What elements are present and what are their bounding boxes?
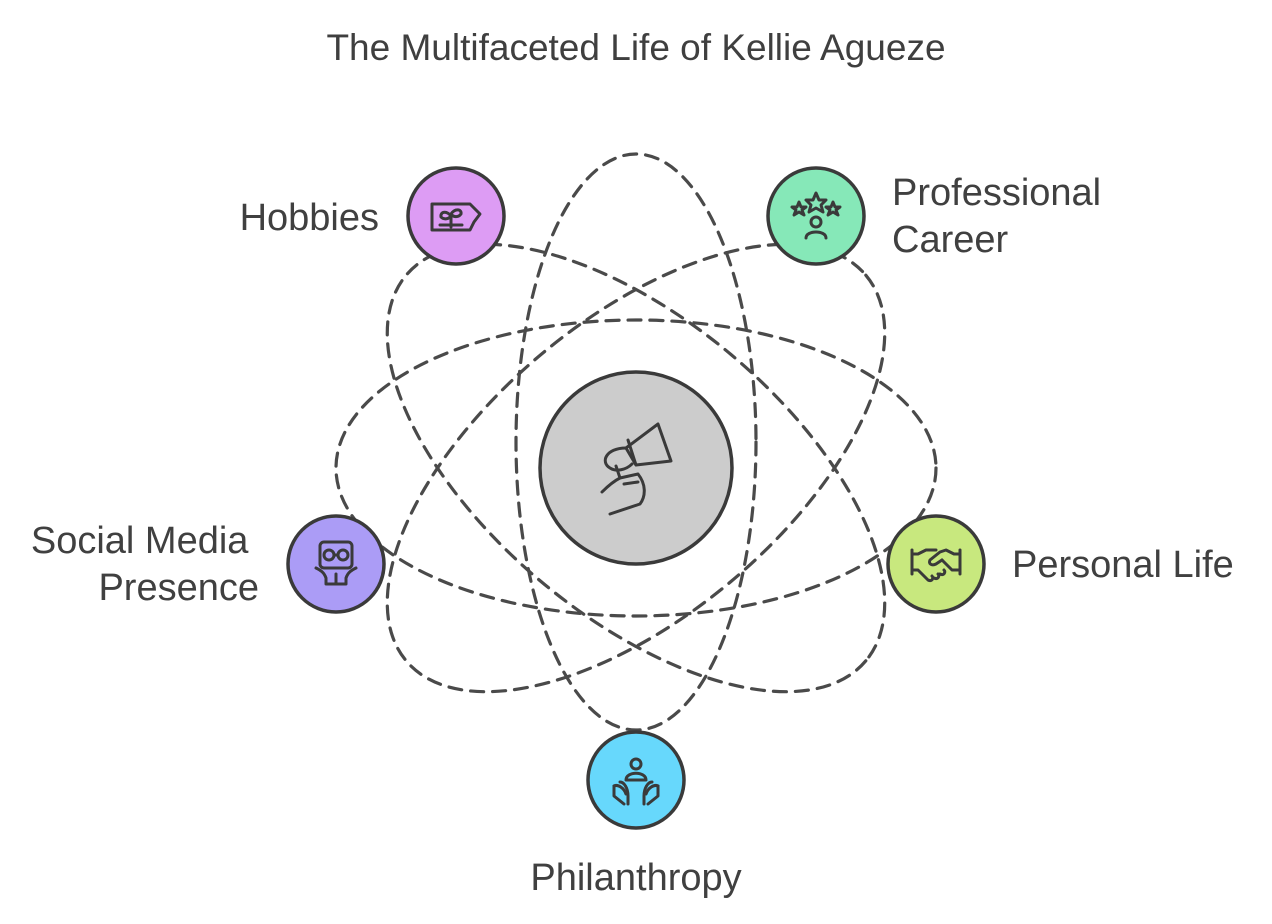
center-circle xyxy=(538,370,734,566)
orbit-diagonal-left xyxy=(385,242,887,694)
node-circle-social-media-presence xyxy=(286,514,386,614)
social-glasses-icon xyxy=(314,540,358,586)
megaphone-icon xyxy=(600,422,673,516)
node-professional-career: Professional Career xyxy=(766,166,1112,266)
plant-ticket-icon xyxy=(430,202,482,232)
orbit-horizontal xyxy=(334,318,938,618)
caring-hands-icon xyxy=(612,757,660,806)
node-label-social-media-presence: Social Media Presence xyxy=(31,520,259,609)
stars-person-icon xyxy=(790,191,842,240)
handshake-icon xyxy=(910,548,962,582)
node-label-hobbies: Hobbies xyxy=(240,197,379,239)
diagram-title: The Multifaceted Life of Kellie Agueze xyxy=(326,27,945,68)
orbits xyxy=(334,152,938,732)
node-philanthropy: Philanthropy xyxy=(530,730,742,899)
node-personal-life: Personal Life xyxy=(886,514,1234,614)
node-label-personal-life: Personal Life xyxy=(1012,544,1234,586)
center-node xyxy=(538,370,734,566)
node-label-philanthropy: Philanthropy xyxy=(530,857,741,899)
node-social-media-presence: Social Media Presence xyxy=(31,514,386,614)
node-label-professional-career: Professional Career xyxy=(892,172,1112,261)
orbit-vertical xyxy=(514,152,758,732)
node-hobbies: Hobbies xyxy=(240,166,506,266)
orbit-diagonal-right xyxy=(385,242,887,694)
